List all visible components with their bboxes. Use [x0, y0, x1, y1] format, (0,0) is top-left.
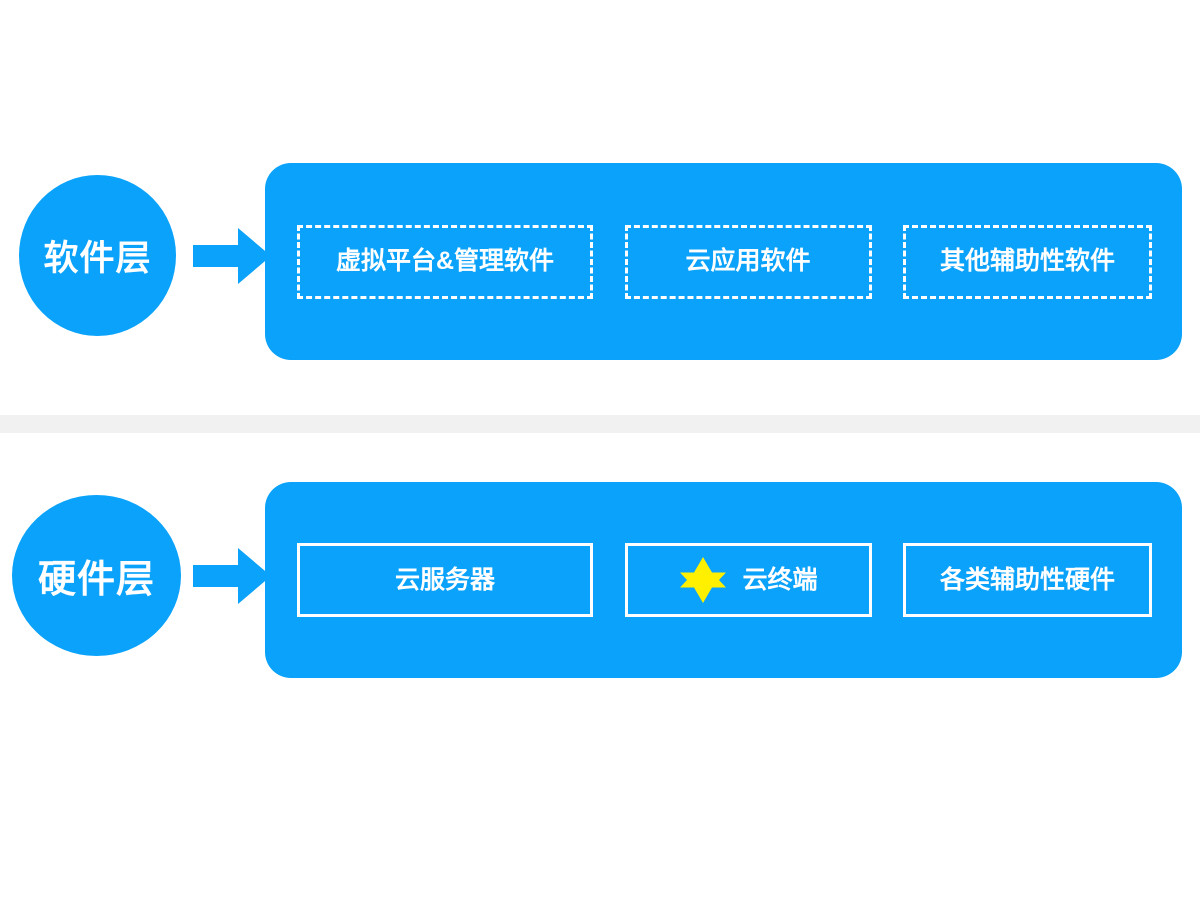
item-label: 云应用软件 — [685, 247, 811, 275]
item-label: 云终端 — [742, 565, 818, 594]
item-label: 其他辅助性软件 — [939, 247, 1115, 275]
layer-panel-hardware: 云服务器 云终端 各类辅助性硬件 — [265, 482, 1182, 678]
layer-panel-software: 虚拟平台&管理软件 云应用软件 其他辅助性软件 — [265, 163, 1182, 360]
item-label: 虚拟平台&管理软件 — [335, 247, 555, 275]
star-icon — [680, 557, 727, 603]
software-item-virtual-platform[interactable]: 虚拟平台&管理软件 — [297, 224, 593, 299]
hardware-item-auxiliary-hardware[interactable]: 各类辅助性硬件 — [903, 543, 1152, 617]
right-arrow-icon-software — [193, 228, 271, 284]
section-divider — [0, 415, 1200, 433]
right-arrow-icon-hardware — [193, 548, 271, 604]
item-label: 云服务器 — [394, 565, 495, 594]
item-label: 各类辅助性硬件 — [939, 565, 1115, 594]
layer-circle-hardware[interactable]: 硬件层 — [12, 495, 181, 656]
layer-circle-software[interactable]: 软件层 — [19, 175, 176, 336]
layer-circle-label-software: 软件层 — [43, 239, 152, 278]
software-item-other-auxiliary[interactable]: 其他辅助性软件 — [903, 224, 1152, 299]
layer-items-hardware: 云服务器 云终端 各类辅助性硬件 — [297, 543, 1152, 617]
software-item-cloud-application[interactable]: 云应用软件 — [624, 224, 872, 299]
layer-items-software: 虚拟平台&管理软件 云应用软件 其他辅助性软件 — [297, 224, 1152, 299]
hardware-item-cloud-terminal[interactable]: 云终端 — [624, 543, 872, 617]
hardware-item-cloud-server[interactable]: 云服务器 — [297, 543, 593, 617]
layer-circle-label-hardware: 硬件层 — [37, 559, 155, 601]
